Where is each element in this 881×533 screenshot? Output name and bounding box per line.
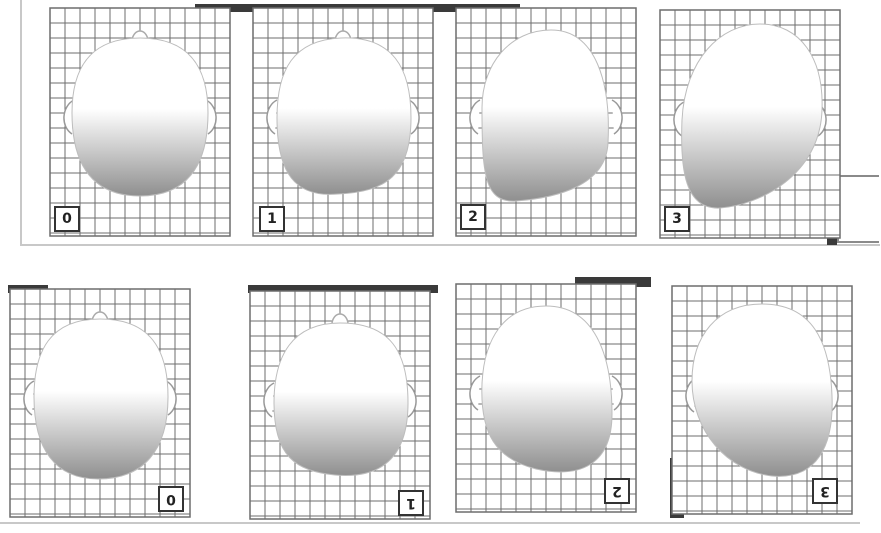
bottom-panel-1: 1 xyxy=(250,290,430,520)
bottom-panel-0: 0 xyxy=(10,288,190,518)
top-panel-1: 1 xyxy=(253,8,433,236)
top-right-corner-box xyxy=(837,175,879,243)
head-silhouette xyxy=(482,30,608,201)
head-diagram-2 xyxy=(456,8,636,236)
top-panel-2: 2 xyxy=(456,8,636,236)
severity-label-bottom-0: 0 xyxy=(158,486,184,512)
severity-label-top-3: 3 xyxy=(664,206,690,232)
top-row-left-rule xyxy=(20,0,22,246)
head-diagram-1 xyxy=(253,8,433,236)
severity-label-bottom-3: 3 xyxy=(812,478,838,504)
top-panel-3: 3 xyxy=(660,10,840,238)
severity-label-bottom-2: 2 xyxy=(604,478,630,504)
head-silhouette xyxy=(274,323,408,475)
severity-label-top-2: 2 xyxy=(460,204,486,230)
bottom-row-rule xyxy=(0,522,860,524)
top-row-bottom-rule xyxy=(20,244,880,246)
bottom-panel-2: 2 xyxy=(456,282,636,514)
head-diagram-0 xyxy=(50,8,230,236)
head-diagram-3 xyxy=(660,10,840,238)
head-diagram-5 xyxy=(250,290,430,520)
bottom-panel-3: 3 xyxy=(672,286,852,514)
severity-label-bottom-1: 1 xyxy=(398,490,424,516)
head-silhouette xyxy=(482,306,612,472)
head-silhouette xyxy=(34,319,168,479)
severity-label-top-0: 0 xyxy=(54,206,80,232)
head-silhouette xyxy=(277,38,411,195)
top-panel-0: 0 xyxy=(50,8,230,236)
severity-label-top-1: 1 xyxy=(259,206,285,232)
head-silhouette xyxy=(72,38,208,196)
head-diagram-4 xyxy=(10,288,190,518)
